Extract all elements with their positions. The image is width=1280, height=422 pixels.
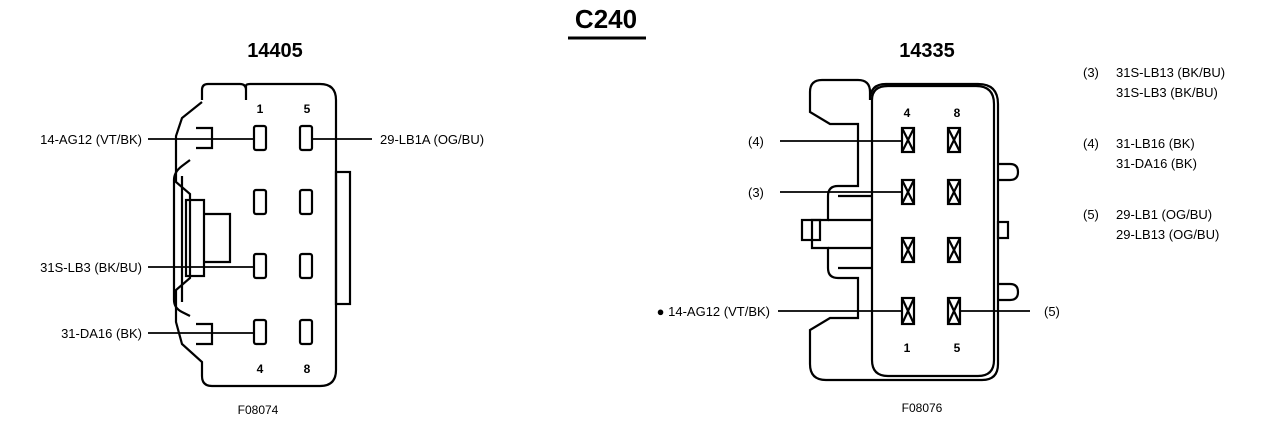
right-pin-1 — [900, 296, 916, 326]
left-pin-number-1: 1 — [257, 102, 264, 116]
wire-label-29-lb1a: 29-LB1A (OG/BU) — [380, 132, 484, 147]
right-pin-number-5: 5 — [954, 341, 961, 355]
right-pin-5 — [946, 296, 962, 326]
left-pin-number-4: 4 — [257, 362, 264, 376]
left-pin-2 — [252, 188, 268, 216]
left-pin-8 — [298, 318, 314, 346]
wire-label-31s-lb3: 31S-LB3 (BK/BU) — [40, 260, 142, 275]
right-pin-number-4: 4 — [904, 106, 911, 120]
right-part-number: 14335 — [899, 40, 955, 62]
right-pin-number-8: 8 — [954, 106, 961, 120]
callout-label-4: (4) — [748, 134, 764, 149]
callout-label-3: (3) — [748, 185, 764, 200]
left-pin-7 — [298, 252, 314, 280]
wire-label-14-ag12-right: ● 14-AG12 (VT/BK) — [657, 304, 770, 319]
right-connector-body — [800, 78, 1020, 382]
legend-ref-4: (4) — [1083, 136, 1099, 151]
legend-ref-5: (5) — [1083, 207, 1099, 222]
left-pin-1 — [252, 124, 268, 152]
right-pin-3 — [900, 178, 916, 206]
legend-5-line-2: 29-LB13 (OG/BU) — [1116, 227, 1219, 242]
wire-label-31-da16: 31-DA16 (BK) — [61, 326, 142, 341]
legend-4-line-1: 31-LB16 (BK) — [1116, 136, 1195, 151]
left-figure-id: F08074 — [238, 403, 279, 417]
left-pin-3 — [252, 252, 268, 280]
legend-3-line-2: 31S-LB3 (BK/BU) — [1116, 85, 1218, 100]
legend-4-line-2: 31-DA16 (BK) — [1116, 156, 1197, 171]
left-connector-body — [172, 82, 352, 388]
diagram-title: C240 — [575, 4, 637, 34]
callout-label-5: (5) — [1044, 304, 1060, 319]
right-figure-id: F08076 — [902, 401, 943, 415]
splice-legend: (3) 31S-LB13 (BK/BU) 31S-LB3 (BK/BU) (4)… — [1083, 65, 1225, 242]
legend-5-line-1: 29-LB1 (OG/BU) — [1116, 207, 1212, 222]
left-pin-6 — [298, 188, 314, 216]
left-pin-number-8: 8 — [304, 362, 311, 376]
right-pin-number-1: 1 — [904, 341, 911, 355]
right-pin-grid — [900, 126, 962, 326]
right-pin-4 — [900, 126, 916, 154]
right-pin-8 — [946, 126, 962, 154]
left-pin-number-5: 5 — [304, 102, 311, 116]
left-pin-5 — [298, 124, 314, 152]
left-pin-grid — [252, 124, 314, 346]
left-pin-4 — [252, 318, 268, 346]
legend-ref-3: (3) — [1083, 65, 1099, 80]
left-part-number: 14405 — [247, 40, 303, 62]
right-pin-2 — [900, 236, 916, 264]
right-pin-7 — [946, 178, 962, 206]
legend-3-line-1: 31S-LB13 (BK/BU) — [1116, 65, 1225, 80]
right-pin-6 — [946, 236, 962, 264]
wire-label-14-ag12: 14-AG12 (VT/BK) — [40, 132, 142, 147]
